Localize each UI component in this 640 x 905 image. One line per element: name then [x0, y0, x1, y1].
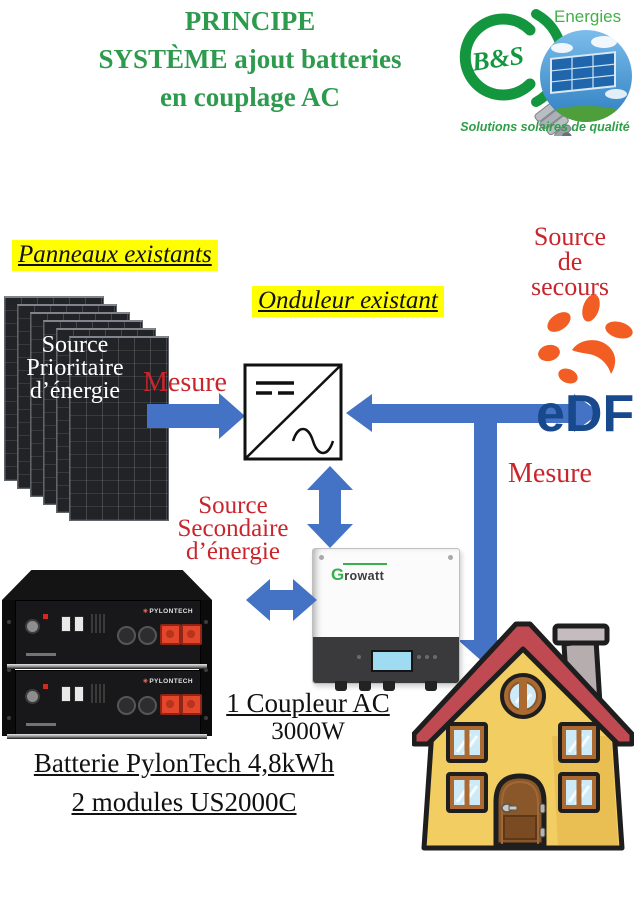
power-terminal	[181, 694, 202, 715]
cable-gland	[359, 681, 371, 691]
arrowhead-left-icon	[246, 579, 270, 621]
hinge	[539, 803, 546, 814]
cable-gland	[335, 681, 347, 691]
port-connector	[138, 696, 157, 715]
company-logo: B&S Energies Solutions solaires de quali…	[459, 7, 632, 136]
cable-gland	[425, 681, 437, 691]
arrow-panels-to-inverter	[147, 404, 219, 428]
arrow-inverter-to-grid	[372, 404, 574, 423]
port-connector	[117, 626, 136, 645]
arrowhead-right-icon	[219, 393, 245, 439]
house-roof	[412, 621, 634, 747]
breaker-switch	[74, 616, 84, 632]
screw-icon	[319, 555, 324, 560]
power-terminal	[160, 694, 181, 715]
growatt-display	[371, 650, 413, 672]
logo-ring-icon	[459, 13, 536, 101]
arrowhead-down-icon	[307, 524, 353, 548]
logo-tagline: Solutions solaires de qualité	[460, 120, 630, 134]
breaker-switch	[61, 616, 71, 632]
power-terminal	[181, 624, 202, 645]
battery-module: ✳PYLONTECH	[15, 600, 202, 666]
button-dot	[433, 655, 437, 659]
battery-rack-top	[2, 570, 212, 600]
pylontech-battery-image: ✳PYLONTECH ✳PYLONTECH	[2, 570, 212, 742]
arrow-battery-to-coupler	[270, 590, 293, 610]
window	[446, 722, 488, 763]
status-led	[43, 684, 48, 689]
round-window	[500, 673, 546, 719]
growatt-logo-line	[343, 563, 387, 565]
title-line-3: en couplage AC	[159, 82, 340, 112]
pylontech-logo: ✳PYLONTECH	[142, 608, 193, 615]
existing-inverter-label: Onduleur existant	[252, 286, 444, 317]
arrowhead-up-icon	[307, 466, 353, 490]
battery-module: ✳PYLONTECH	[15, 670, 202, 736]
breaker-switch	[74, 686, 84, 702]
title-line-1: PRINCIPE	[184, 6, 316, 36]
window	[558, 722, 600, 763]
secondary-source-label: Source Secondaire d’énergie	[177, 492, 289, 565]
edf-logo-text: eDF	[536, 385, 635, 443]
window	[558, 772, 600, 813]
page-title: PRINCIPE SYSTÈME ajout batteries en coup…	[40, 2, 460, 116]
measure-right-label: Mesure	[508, 458, 592, 489]
battery-caption: Batterie PylonTech 4,8kWh 2 modules US20…	[33, 748, 335, 817]
cable-gland	[383, 681, 395, 691]
power-terminal	[160, 624, 181, 645]
edf-flame-icon	[538, 294, 633, 384]
arrow-grid-to-house	[474, 404, 497, 640]
port-connector	[138, 626, 157, 645]
title-line-2: SYSTÈME ajout batteries	[98, 44, 402, 74]
measure-left-label: Mesure	[143, 367, 227, 398]
window	[446, 772, 488, 813]
status-led	[43, 614, 48, 619]
house-image	[412, 621, 634, 851]
button-dot	[425, 655, 429, 659]
power-button	[25, 619, 40, 634]
button-dot	[417, 655, 421, 659]
backup-source-label: Source de secours	[531, 222, 609, 301]
solar-panels-image	[4, 296, 169, 522]
rack-divider	[7, 664, 207, 669]
button-dot	[357, 655, 361, 659]
pylontech-logo: ✳PYLONTECH	[142, 678, 193, 685]
model-text-bar	[26, 653, 56, 656]
power-button	[25, 689, 40, 704]
solar-panel	[69, 336, 169, 521]
arrowhead-left-icon	[346, 394, 372, 432]
door	[493, 773, 547, 848]
logo-name-text: Energies	[554, 7, 621, 26]
existing-panels-label: Panneaux existants	[12, 240, 218, 271]
lightbulb-icon	[534, 30, 632, 136]
rack-divider	[7, 734, 207, 739]
breaker-switch	[61, 686, 71, 702]
arrowhead-right-icon	[293, 579, 317, 621]
priority-source-label: Source Prioritaire d’énergie	[26, 332, 124, 404]
vent-grille	[91, 684, 107, 703]
logo-brand-text: B&S	[469, 41, 526, 77]
arrow-inverter-to-coupler	[319, 489, 341, 525]
coupler-caption: 1 Coupleur AC 3000W	[226, 688, 390, 745]
growatt-logo: Growatt	[331, 565, 385, 584]
inverter-symbol	[243, 363, 343, 461]
hinge	[539, 827, 546, 838]
vent-grille	[91, 614, 107, 633]
growatt-control-panel	[313, 637, 459, 683]
growatt-coupler-image: Growatt	[312, 548, 460, 691]
port-connector	[117, 696, 136, 715]
model-text-bar	[26, 723, 56, 726]
arrowhead-right-icon	[574, 394, 600, 432]
screw-icon	[448, 555, 453, 560]
